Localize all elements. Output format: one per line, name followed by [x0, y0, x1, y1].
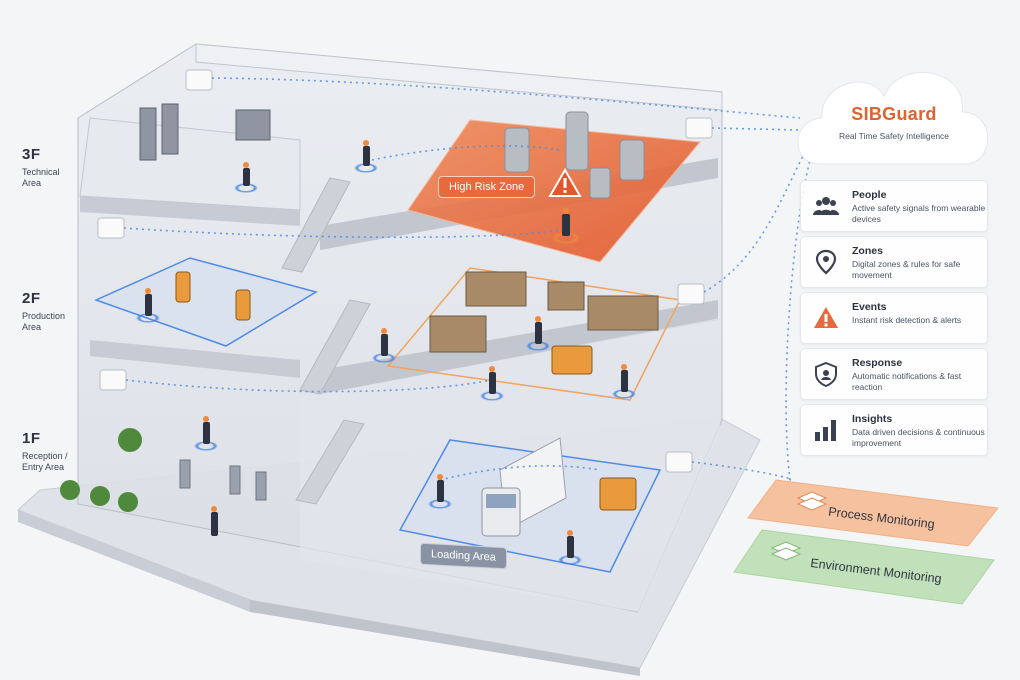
brand-name: SIBGuard	[851, 104, 937, 124]
feature-zones: Zones Digital zones & rules for safe mov…	[800, 236, 988, 288]
warning-icon	[814, 307, 838, 328]
signal-connections	[123, 77, 811, 481]
production-zone-outline	[93, 257, 318, 347]
entry-gates	[179, 459, 267, 501]
tracking-rings	[136, 163, 636, 565]
sensor-beacons	[97, 69, 713, 473]
warehouse-shelves	[429, 271, 659, 353]
high-risk-zone-tag: High Risk Zone	[438, 176, 536, 198]
floor-number: 2F	[22, 290, 41, 307]
brand-tagline: Real Time Safety Intelligence	[838, 131, 950, 141]
floor-slab-3f	[80, 196, 300, 226]
feature-list: People Active safety signals from wearab…	[800, 180, 988, 460]
robot-arms	[175, 271, 251, 321]
feature-title: Insights	[852, 413, 893, 425]
floor-label-1f: 1F Reception / Entry Area	[22, 430, 102, 473]
feature-desc: Data driven decisions & continuous impro…	[852, 427, 985, 448]
plants	[60, 428, 142, 512]
floor-slab-2f	[90, 340, 300, 378]
worker-helmets	[145, 140, 627, 536]
location-pin-icon	[815, 249, 837, 275]
stack-icon	[770, 541, 802, 561]
feature-desc: Instant risk detection & alerts	[852, 315, 962, 325]
shield-icon	[815, 361, 837, 387]
floor-name: Production Area	[22, 311, 66, 332]
feature-title: Response	[852, 357, 903, 369]
feature-desc: Digital zones & rules for safe movement	[852, 259, 961, 280]
staircase	[281, 177, 371, 505]
feature-events: Events Instant risk detection & alerts	[800, 292, 988, 344]
cloud-shape	[797, 72, 989, 165]
floor-name: Technical Area	[22, 167, 60, 188]
feature-title: Zones	[852, 245, 883, 257]
server-racks	[139, 103, 271, 161]
forklift	[551, 345, 637, 511]
floor-label-2f: 2F Production Area	[22, 290, 102, 333]
bar-chart-icon	[815, 420, 836, 441]
loading-area-tag: Loading Area	[420, 542, 507, 570]
floor-name: Reception / Entry Area	[22, 451, 68, 472]
people-icon	[813, 197, 839, 215]
feature-desc: Active safety signals from wearable devi…	[852, 203, 986, 224]
floor-number: 1F	[22, 430, 41, 447]
stack-icon	[796, 491, 828, 511]
sibguard-cloud: SIBGuard Real Time Safety Intelligence	[796, 60, 992, 166]
feature-title: Events	[852, 301, 887, 313]
feature-title: People	[852, 189, 887, 201]
feature-insights: Insights Data driven decisions & continu…	[800, 404, 988, 456]
floor-label-3f: 3F Technical Area	[22, 146, 102, 189]
feature-response: Response Automatic notifications & fast …	[800, 348, 988, 400]
warning-sign-icon	[548, 167, 582, 197]
feature-desc: Automatic notifications & fast reaction	[852, 371, 962, 392]
workers	[145, 146, 628, 558]
floor-number: 3F	[22, 146, 41, 163]
industrial-tanks	[504, 111, 645, 199]
feature-people: People Active safety signals from wearab…	[800, 180, 988, 232]
delivery-truck	[481, 437, 567, 537]
cloud-text: SIBGuard Real Time Safety Intelligence	[796, 104, 992, 141]
